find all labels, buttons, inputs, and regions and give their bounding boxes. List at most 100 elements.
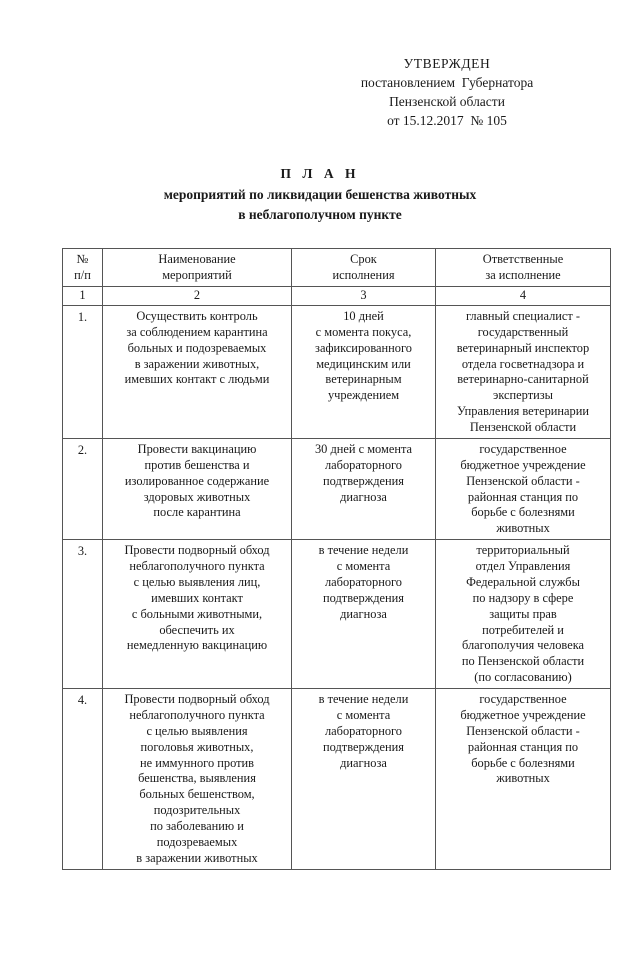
responsible-line: отдел Управления <box>475 559 571 574</box>
column-header-responsible: Ответственные за исполнение <box>435 248 611 288</box>
measure-line: Провести подворный обход <box>124 692 270 707</box>
measure-line: Провести вакцинацию <box>137 441 257 456</box>
deadline-line: диагноза <box>340 755 387 770</box>
table-row: 3. Провести подворный обход неблагополуч… <box>62 539 611 690</box>
row-deadline: 10 дней с момента покуса, зафиксированно… <box>291 304 436 439</box>
column-number-4: 4 <box>435 286 611 306</box>
deadline-line: 10 дней <box>343 308 384 323</box>
measure-line: здоровых животных <box>143 489 251 504</box>
deadline-line: в течение недели <box>318 692 409 707</box>
responsible-line: Пензенской области - <box>466 723 580 738</box>
responsible-line: Управления ветеринарии <box>456 404 590 419</box>
measure-line: поголовья животных, <box>140 739 254 754</box>
column-header-deadline-line-1: Срок <box>350 252 377 267</box>
column-numbering-row: 1 2 3 4 <box>62 286 611 306</box>
responsible-line: районная станция по <box>467 739 579 754</box>
column-header-responsible-line-2: за исполнение <box>485 268 561 283</box>
responsible-line: бюджетное учреждение <box>460 457 586 472</box>
approval-line-1: постановлением Губернатора <box>360 75 534 91</box>
deadline-line: с момента <box>336 707 391 722</box>
responsible-line: районная станция по <box>467 489 579 504</box>
responsible-line: главный специалист - <box>465 308 581 323</box>
document-title: П Л А Н мероприятий по ликвидации бешенс… <box>0 164 640 225</box>
approval-block: УТВЕРЖДЕН постановлением Губернатора Пен… <box>0 54 640 131</box>
table-row: 1. Осуществить контроль за соблюдением к… <box>62 304 611 439</box>
measure-line: больных бешенством, <box>139 787 255 802</box>
approval-title: УТВЕРЖДЕН <box>403 56 491 71</box>
row-responsible: государственное бюджетное учреждение Пен… <box>435 688 611 870</box>
row-deadline: в течение недели с момента лабораторного… <box>291 688 436 870</box>
row-deadline: в течение недели с момента лабораторного… <box>291 539 436 690</box>
deadline-line: лабораторного <box>325 723 402 738</box>
measure-line: за соблюдением карантина <box>126 324 268 339</box>
responsible-line: по Пензенской области <box>461 654 585 669</box>
responsible-line: ветеринарно-санитарной <box>457 372 589 387</box>
measure-line: имевших контакт <box>151 590 243 605</box>
responsible-line: благополучия человека <box>461 638 585 653</box>
responsible-line: животных <box>496 771 550 786</box>
deadline-line: лабораторного <box>325 457 402 472</box>
measure-line: имевших контакт с людьми <box>124 372 270 387</box>
deadline-line: подтверждения <box>323 590 404 605</box>
measure-line: не иммунного против <box>139 755 254 770</box>
responsible-line: защиты прав <box>489 606 557 621</box>
column-number-3: 3 <box>291 286 436 306</box>
row-index: 3. <box>62 539 103 690</box>
document-subtitle-line-2: в неблагополучном пункте <box>238 206 402 222</box>
row-measure: Провести подворный обход неблагополучног… <box>102 688 292 870</box>
responsible-line: экспертизы <box>493 388 553 403</box>
column-header-deadline: Срок исполнения <box>291 248 436 288</box>
measure-line: в заражении животных <box>136 850 258 865</box>
measure-line: больных и подозреваемых <box>127 340 267 355</box>
deadline-line: медицинским или <box>316 356 411 371</box>
column-header-measure: Наименование мероприятий <box>102 248 292 288</box>
row-measure: Провести подворный обход неблагополучног… <box>102 539 292 690</box>
responsible-line: по надзору в сфере <box>472 590 574 605</box>
measure-line: с больными животными, <box>131 606 263 621</box>
document-subtitle-line-1: мероприятий по ликвидации бешенства живо… <box>163 187 477 203</box>
page-title: П Л А Н <box>280 165 360 181</box>
deadline-line: подтверждения <box>323 473 404 488</box>
row-responsible: главный специалист - государственный вет… <box>435 304 611 439</box>
measure-line: неблагополучного пункта <box>129 707 265 722</box>
responsible-line: борьбе с болезнями <box>471 755 575 770</box>
measure-line: с целью выявления лиц, <box>133 574 261 589</box>
deadline-line: учреждением <box>327 388 400 403</box>
table-header: № п/п Наименование мероприятий Срок испо… <box>62 248 611 306</box>
approval-line-2: Пензенской области <box>389 94 505 110</box>
row-deadline: 30 дней с момента лабораторного подтверж… <box>291 437 436 541</box>
responsible-line: (по согласованию) <box>474 670 572 685</box>
measure-line: обеспечить их <box>159 622 235 637</box>
deadline-line: подтверждения <box>323 739 404 754</box>
deadline-line: диагноза <box>340 489 387 504</box>
deadline-line: диагноза <box>340 606 387 621</box>
row-measure: Осуществить контроль за соблюдением кара… <box>102 304 292 439</box>
table-body: 1. Осуществить контроль за соблюдением к… <box>62 304 611 870</box>
deadline-line: лабораторного <box>325 574 402 589</box>
responsible-line: потребителей и <box>482 622 564 637</box>
responsible-line: Пензенской области - <box>466 473 580 488</box>
column-header-measure-line-1: Наименование <box>158 252 236 267</box>
measure-line: подозрительных <box>153 803 241 818</box>
measure-line: неблагополучного пункта <box>129 559 265 574</box>
approval-line-3: от 15.12.2017 № 105 <box>387 113 507 129</box>
row-measure: Провести вакцинацию против бешенства и и… <box>102 437 292 541</box>
measure-line: немедленную вакцинацию <box>126 638 268 653</box>
plan-table: № п/п Наименование мероприятий Срок испо… <box>62 248 611 870</box>
responsible-line: бюджетное учреждение <box>460 707 586 722</box>
responsible-line: Федеральной службы <box>466 574 580 589</box>
plan-table-container: № п/п Наименование мероприятий Срок испо… <box>0 248 640 870</box>
responsible-line: борьбе с болезнями <box>471 505 575 520</box>
measure-line: с целью выявления <box>146 723 248 738</box>
measure-line: после карантина <box>153 505 241 520</box>
column-header-number-line-2: п/п <box>74 268 91 283</box>
column-header-deadline-line-2: исполнения <box>332 268 395 283</box>
column-header-number: № п/п <box>62 248 103 288</box>
column-header-responsible-line-1: Ответственные <box>482 252 564 267</box>
measure-line: подозреваемых <box>156 834 238 849</box>
responsible-line: государственное <box>479 692 567 707</box>
column-header-number-line-1: № <box>76 252 89 267</box>
measure-line: Провести подворный обход <box>124 543 270 558</box>
deadline-line: с момента покуса, <box>315 324 412 339</box>
deadline-line: с момента <box>336 559 391 574</box>
